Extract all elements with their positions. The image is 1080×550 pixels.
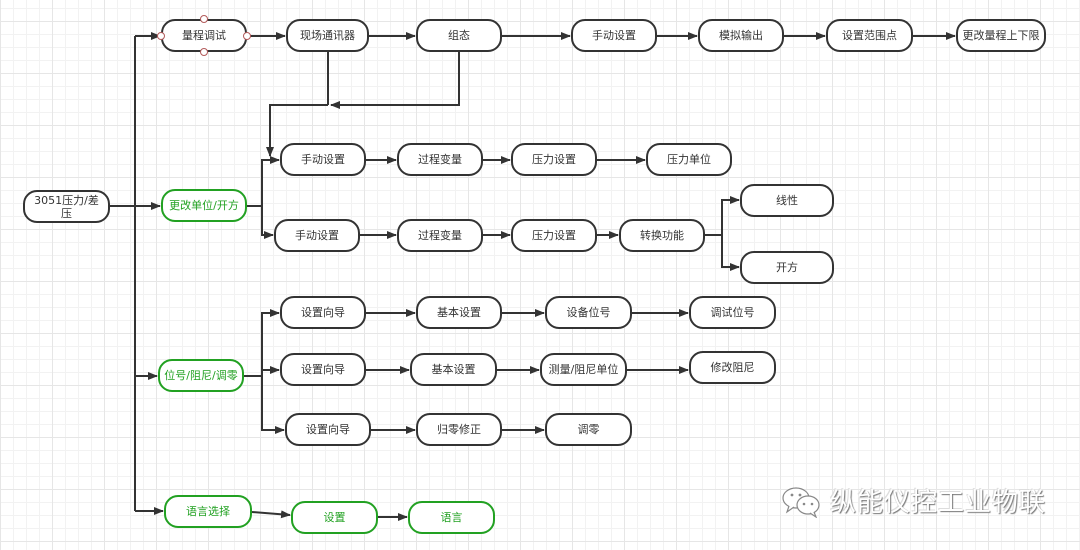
connector-arrow[interactable] [244,309,280,377]
node-label: 语言 [440,511,463,524]
node-setup-wizard[interactable]: 设置向导 [280,353,366,386]
node-label: 线性 [776,194,798,207]
watermark: 纵能仪控工业物联 [780,482,1046,519]
node-modify-damping[interactable]: 修改阻尼 [689,351,776,384]
connector-arrow[interactable] [721,235,740,271]
connection-handle-top[interactable] [200,15,208,23]
node-label: 过程变量 [418,153,462,166]
watermark-text: 纵能仪控工业物联 [830,488,1047,518]
connector-arrow[interactable] [705,196,740,236]
node-label: 现场通讯器 [300,29,355,42]
node-label: 测量/阻尼单位 [548,363,619,376]
node-linear[interactable]: 线性 [740,184,834,217]
node-pressure-setup[interactable]: 压力设置 [511,219,597,252]
node-label: 设置 [323,511,346,524]
node-label: 模拟输出 [719,29,763,42]
node-setup-wizard[interactable]: 设置向导 [285,413,371,446]
node-label: 压力设置 [532,229,576,242]
node-label: 修改阻尼 [710,361,755,374]
connection-handle-bottom[interactable] [200,48,208,56]
node-language[interactable]: 语言 [408,501,495,534]
node-label: 更改单位/开方 [169,199,239,212]
branch-tag-damping-zero[interactable]: 位号/阻尼/调零 [158,359,244,392]
node-set-range-points[interactable]: 设置范围点 [826,19,913,52]
node-label: 手动设置 [301,153,345,166]
connector-arrow[interactable] [247,156,280,207]
node-label: 量程调试 [182,29,226,42]
node-measurement-damping-unit[interactable]: 测量/阻尼单位 [540,353,627,386]
node-label: 基本设置 [437,306,481,319]
root-node-label: 3051压力/差压 [34,193,99,220]
node-label: 压力单位 [667,153,711,166]
node-basic-setup[interactable]: 基本设置 [416,296,502,329]
branch-change-unit-sqrt[interactable]: 更改单位/开方 [161,189,247,222]
node-setup-wizard[interactable]: 设置向导 [280,296,366,329]
node-pressure-unit[interactable]: 压力单位 [646,143,732,176]
node-label: 组态 [448,29,470,42]
connection-handle-right[interactable] [243,32,251,40]
node-label: 设置向导 [301,306,345,319]
node-label: 归零修正 [437,423,481,436]
node-configuration[interactable]: 组态 [416,19,502,52]
node-debug-tag[interactable]: 调试位号 [689,296,776,329]
node-process-variable[interactable]: 过程变量 [397,143,483,176]
connector-feedback[interactable] [330,52,460,109]
branch-language-select[interactable]: 语言选择 [164,495,252,528]
node-label: 调试位号 [710,306,755,319]
connector-arrow[interactable] [251,510,291,519]
node-label: 转换功能 [640,229,684,242]
root-node[interactable]: 3051压力/差压 [23,190,110,223]
node-label: 手动设置 [592,29,636,42]
node-label: 压力设置 [532,153,576,166]
node-field-communicator[interactable]: 现场通讯器 [286,19,369,52]
node-manual-setup[interactable]: 手动设置 [571,19,657,52]
connector-feedback[interactable] [266,104,328,157]
node-square-root[interactable]: 开方 [740,251,834,284]
node-label: 设备位号 [566,306,611,319]
node-label: 手动设置 [295,229,339,242]
node-settings[interactable]: 设置 [291,501,378,534]
node-change-range-limits[interactable]: 更改量程上下限 [956,19,1046,52]
node-zero-adjust[interactable]: 调零 [545,413,632,446]
node-manual-setup[interactable]: 手动设置 [274,219,360,252]
wechat-icon [782,486,820,518]
node-label: 设置向导 [301,363,345,376]
node-label: 过程变量 [418,229,462,242]
node-label: 设置范围点 [842,29,897,42]
node-pressure-setup[interactable]: 压力设置 [511,143,597,176]
connector-arrow[interactable] [261,206,274,239]
node-device-tag[interactable]: 设备位号 [545,296,632,329]
node-zero-trim[interactable]: 归零修正 [416,413,502,446]
node-label: 设置向导 [306,423,350,436]
node-process-variable[interactable]: 过程变量 [397,219,483,252]
node-label: 开方 [776,261,798,274]
connector-arrow[interactable] [261,366,280,376]
node-analog-output[interactable]: 模拟输出 [698,19,784,52]
node-label: 语言选择 [186,505,230,518]
node-label: 调零 [577,423,600,436]
node-label: 位号/阻尼/调零 [164,369,238,382]
node-manual-setup[interactable]: 手动设置 [280,143,366,176]
node-label: 基本设置 [431,363,476,376]
node-label: 更改量程上下限 [962,29,1040,42]
connector-arrow[interactable] [261,376,285,434]
connection-handle-left[interactable] [157,32,165,40]
node-conversion-function[interactable]: 转换功能 [619,219,705,252]
node-basic-setup[interactable]: 基本设置 [410,353,497,386]
